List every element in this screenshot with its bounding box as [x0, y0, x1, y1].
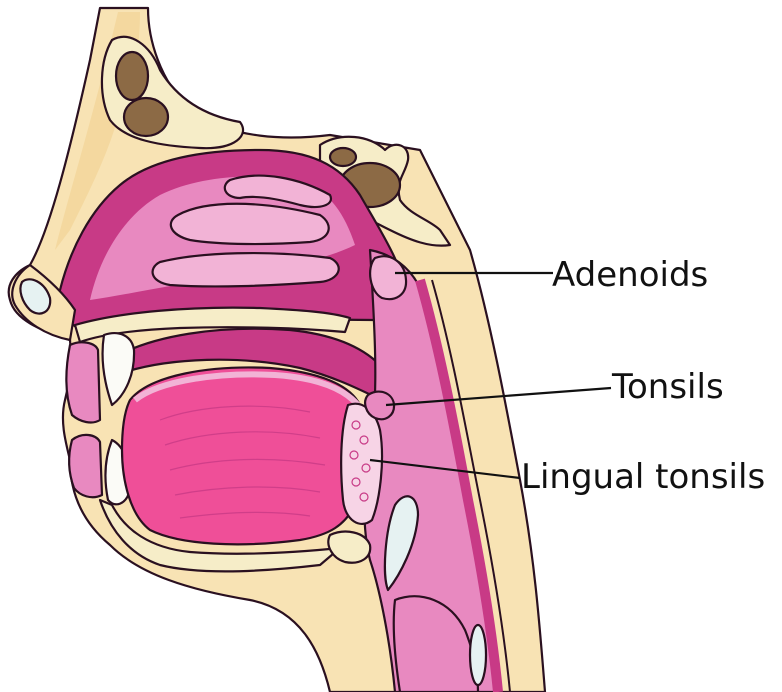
- tonsils-label: Tonsils: [611, 367, 724, 407]
- frontal-sinus-upper: [116, 52, 148, 100]
- lingual-tonsils-label: Lingual tonsils: [521, 457, 765, 497]
- inferior-turbinate: [153, 253, 339, 286]
- lower-lip: [69, 435, 102, 497]
- sphenoid-sinus-small: [330, 148, 356, 166]
- lingual-tonsil-tissue: [341, 404, 382, 524]
- frontal-sinus-lower: [124, 98, 168, 136]
- vocal-fold: [470, 625, 486, 685]
- tongue: [122, 367, 366, 544]
- upper-lip: [66, 342, 100, 422]
- adenoids-label: Adenoids: [552, 255, 708, 295]
